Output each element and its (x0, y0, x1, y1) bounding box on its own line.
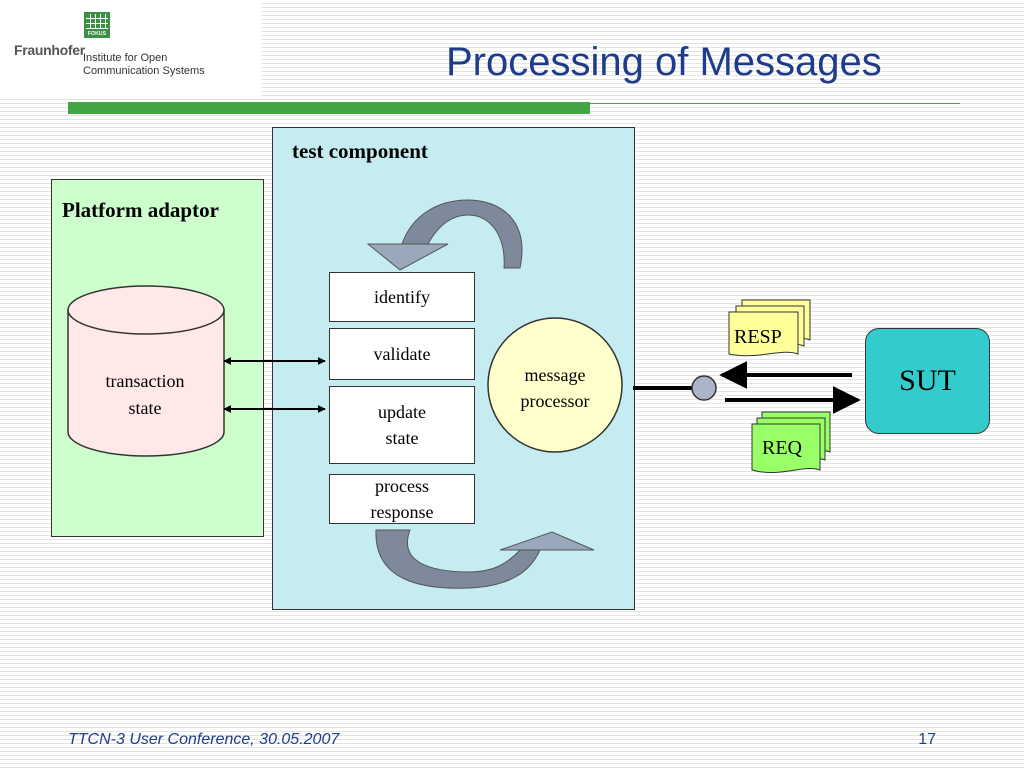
database-cylinder (67, 285, 225, 457)
logo-area (0, 0, 262, 96)
cycle-arrow-top (366, 199, 523, 271)
step-validate: validate (329, 328, 475, 380)
step-identify: identify (329, 272, 475, 322)
req-document-stack (751, 411, 831, 474)
cycle-arrow-bottom (375, 529, 595, 589)
port-icon (691, 375, 717, 401)
transaction-state-label: transaction state (105, 371, 185, 418)
platform-adaptor-label: Platform adaptor (62, 198, 219, 222)
message-processor-circle (487, 317, 623, 453)
fokus-logo-icon: FOKUS (84, 12, 110, 38)
test-component-label: test component (292, 139, 428, 163)
page-title: Processing of Messages (446, 40, 882, 84)
resp-document-stack (728, 299, 811, 357)
step-update-state: update state (329, 386, 475, 464)
title-accent-bar (68, 102, 590, 114)
resp-label: RESP (734, 326, 782, 348)
step-process-response: process response (329, 474, 475, 524)
footer-page-number: 17 (918, 731, 936, 748)
footer-conference: TTCN-3 User Conference, 30.05.2007 (68, 731, 340, 748)
institute-name: Institute for Open Communication Systems (83, 52, 205, 77)
sut-label: SUT (899, 364, 956, 397)
title-accent-line (590, 103, 960, 104)
sut-box: SUT (865, 328, 990, 434)
req-label: REQ (762, 437, 802, 459)
org-name: Fraunhofer (14, 42, 85, 58)
message-processor-label: message processor (520, 365, 590, 411)
